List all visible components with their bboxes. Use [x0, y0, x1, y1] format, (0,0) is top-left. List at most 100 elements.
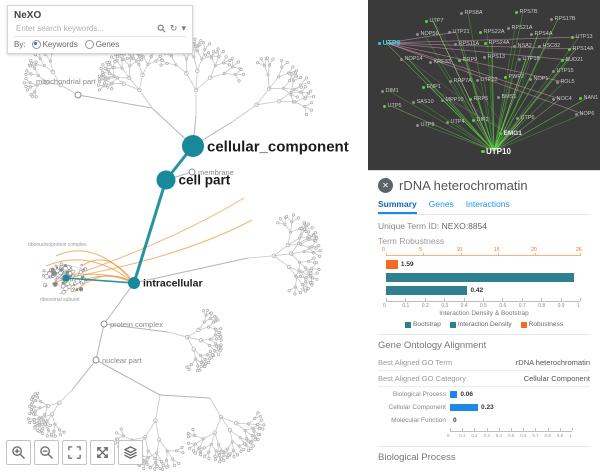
gene-node-rps17b[interactable]: RPS17B	[550, 16, 576, 22]
gene-node-kre33[interactable]: KRE33	[429, 59, 451, 65]
gene-node-nop6[interactable]: NOP6	[575, 111, 594, 117]
gene-node-nop1[interactable]: NOP1	[529, 76, 548, 82]
term-node-cell-part[interactable]	[156, 170, 176, 190]
gene-node-bms1[interactable]: BMS1	[497, 94, 516, 100]
search-by-genes[interactable]: Genes	[84, 40, 120, 49]
axis-tick	[547, 428, 549, 431]
layers-button[interactable]	[118, 440, 143, 465]
gene-node-nop14[interactable]: NOP14	[400, 56, 423, 62]
gene-label: RPS17B	[554, 16, 576, 22]
axis-tick	[463, 298, 465, 301]
selected-term-node[interactable]	[62, 274, 70, 282]
gene-node-utp21[interactable]: UTP21	[448, 29, 470, 35]
term-node-mitochondrial-part[interactable]	[74, 91, 82, 99]
gene-node-nsa2[interactable]: NSA2	[513, 43, 532, 49]
axis-title: Interaction Density & Bootstrap	[439, 310, 529, 317]
gene-label: BUD21	[565, 57, 584, 63]
gene-dot	[504, 75, 507, 79]
gene-dot	[538, 44, 541, 48]
term-node-protein-complex[interactable]	[100, 320, 108, 328]
gene-node-rrp9[interactable]: RRP9	[458, 57, 477, 63]
radio-label: Genes	[95, 40, 120, 49]
tab-genes[interactable]: Genes	[428, 199, 454, 209]
gene-node-rps14a[interactable]: RPS14A	[568, 46, 594, 52]
legend-item-bootstrap: Bootstrap	[405, 321, 441, 328]
tab-summary[interactable]: Summary	[378, 198, 417, 214]
axis-tick	[580, 298, 581, 301]
chevron-down-icon[interactable]: ▾	[181, 23, 186, 33]
tab-interactions[interactable]: Interactions	[465, 199, 510, 209]
gene-node-utp18[interactable]: UTP18	[518, 56, 540, 62]
search-icon[interactable]	[157, 24, 166, 33]
gene-node-utp7[interactable]: UTP7	[425, 18, 444, 24]
close-icon[interactable]: ✕	[378, 178, 393, 193]
gene-node-rps24a[interactable]: RPS24A	[484, 40, 510, 46]
gene-node-rps11a[interactable]: RPS11A	[454, 41, 479, 47]
gene-label: POL5	[560, 79, 575, 85]
axis-tick-label: 0.7	[518, 303, 526, 309]
axis-tick-label: 0.7	[532, 433, 539, 438]
gene-dot	[497, 95, 500, 99]
gene-node-nop56[interactable]: NOP56	[416, 31, 439, 37]
gene-node-nan1[interactable]: NAN1	[579, 95, 598, 101]
gene-node-utp5[interactable]: UTP5	[383, 103, 402, 109]
gene-node-pwp2[interactable]: PWP2	[504, 74, 524, 80]
layers-icon	[124, 446, 137, 459]
gene-node-dim1[interactable]: DIM1	[381, 88, 399, 94]
gene-label: NOC4	[556, 96, 572, 102]
search-by-options: Keywords Genes	[31, 40, 120, 49]
term-node-cellular-component[interactable]	[182, 135, 204, 157]
gene-dot	[412, 100, 415, 104]
gene-label: UTP15	[556, 68, 574, 74]
gene-node-rps22a[interactable]: RPS22A	[479, 29, 505, 35]
term-node-nuclear-part[interactable]	[92, 356, 100, 364]
gene-node-mpp10[interactable]: MPP10	[441, 97, 464, 103]
gene-node-rrp5[interactable]: RRP5	[469, 96, 488, 102]
bar-value-label: 0.42	[470, 287, 484, 294]
term-node-membrane[interactable]	[188, 168, 196, 176]
fit-screen-button[interactable]	[62, 440, 87, 465]
axis-tick	[580, 253, 581, 256]
radio-label: Keywords	[42, 40, 78, 49]
refresh-icon[interactable]: ↻	[169, 23, 178, 33]
gene-node-utp8[interactable]: UTP8	[416, 122, 435, 128]
gene-dot	[381, 89, 384, 93]
gene-node-utp10[interactable]: UTP10	[481, 147, 511, 156]
gene-node-rps21a[interactable]: RPS21A	[507, 25, 533, 31]
gene-node-enp1[interactable]: ENP1	[422, 84, 441, 90]
gene-label: RRP9	[462, 57, 478, 63]
gene-node-pol5[interactable]: POL5	[556, 79, 575, 85]
gene-node-utp22[interactable]: UTP22	[476, 77, 498, 83]
zoom-in-button[interactable]	[6, 440, 31, 465]
bar-interaction-density	[386, 286, 468, 295]
gene-node-rps7b[interactable]: RPS7B	[515, 9, 538, 15]
gene-node-dip2[interactable]: DIP2	[472, 117, 489, 123]
gene-label: HSC82	[542, 43, 561, 49]
gene-node-rrp7a[interactable]: RRP7A	[449, 78, 472, 84]
gene-node-emg1[interactable]: EMG1	[499, 130, 522, 137]
gene-label: UTP4	[450, 119, 465, 125]
gene-node-sas10[interactable]: SAS10	[412, 99, 434, 105]
gene-node-utp15[interactable]: UTP15	[552, 68, 574, 74]
search-by-keywords[interactable]: Keywords	[31, 40, 78, 49]
gene-node-utp6[interactable]: UTP6	[516, 115, 535, 121]
biological-process-title: Biological Process	[378, 446, 590, 463]
gene-node-utp4[interactable]: UTP4	[446, 119, 465, 125]
gene-node-hsc82[interactable]: HSC82	[538, 43, 560, 49]
reset-view-button[interactable]	[90, 440, 115, 465]
robustness-axis	[386, 255, 580, 256]
gene-node-utp13[interactable]: UTP13	[571, 34, 593, 40]
search-input[interactable]	[14, 23, 153, 34]
term-node-intracellular[interactable]	[128, 277, 140, 289]
gene-node-rps4a[interactable]: RPS4A	[530, 31, 553, 37]
term-id-label: Unique Term ID:	[378, 221, 440, 231]
gene-node-noc4[interactable]: NOC4	[552, 96, 572, 102]
gene-dot	[400, 57, 403, 61]
gene-node-rps13[interactable]: RPS13	[483, 54, 505, 60]
gene-node-rps8a[interactable]: RPS8A	[460, 10, 483, 16]
gene-node-bud21[interactable]: BUD21	[561, 57, 583, 63]
gene-node-utp9[interactable]: UTP9	[378, 40, 400, 47]
zoom-out-button[interactable]	[34, 440, 59, 465]
